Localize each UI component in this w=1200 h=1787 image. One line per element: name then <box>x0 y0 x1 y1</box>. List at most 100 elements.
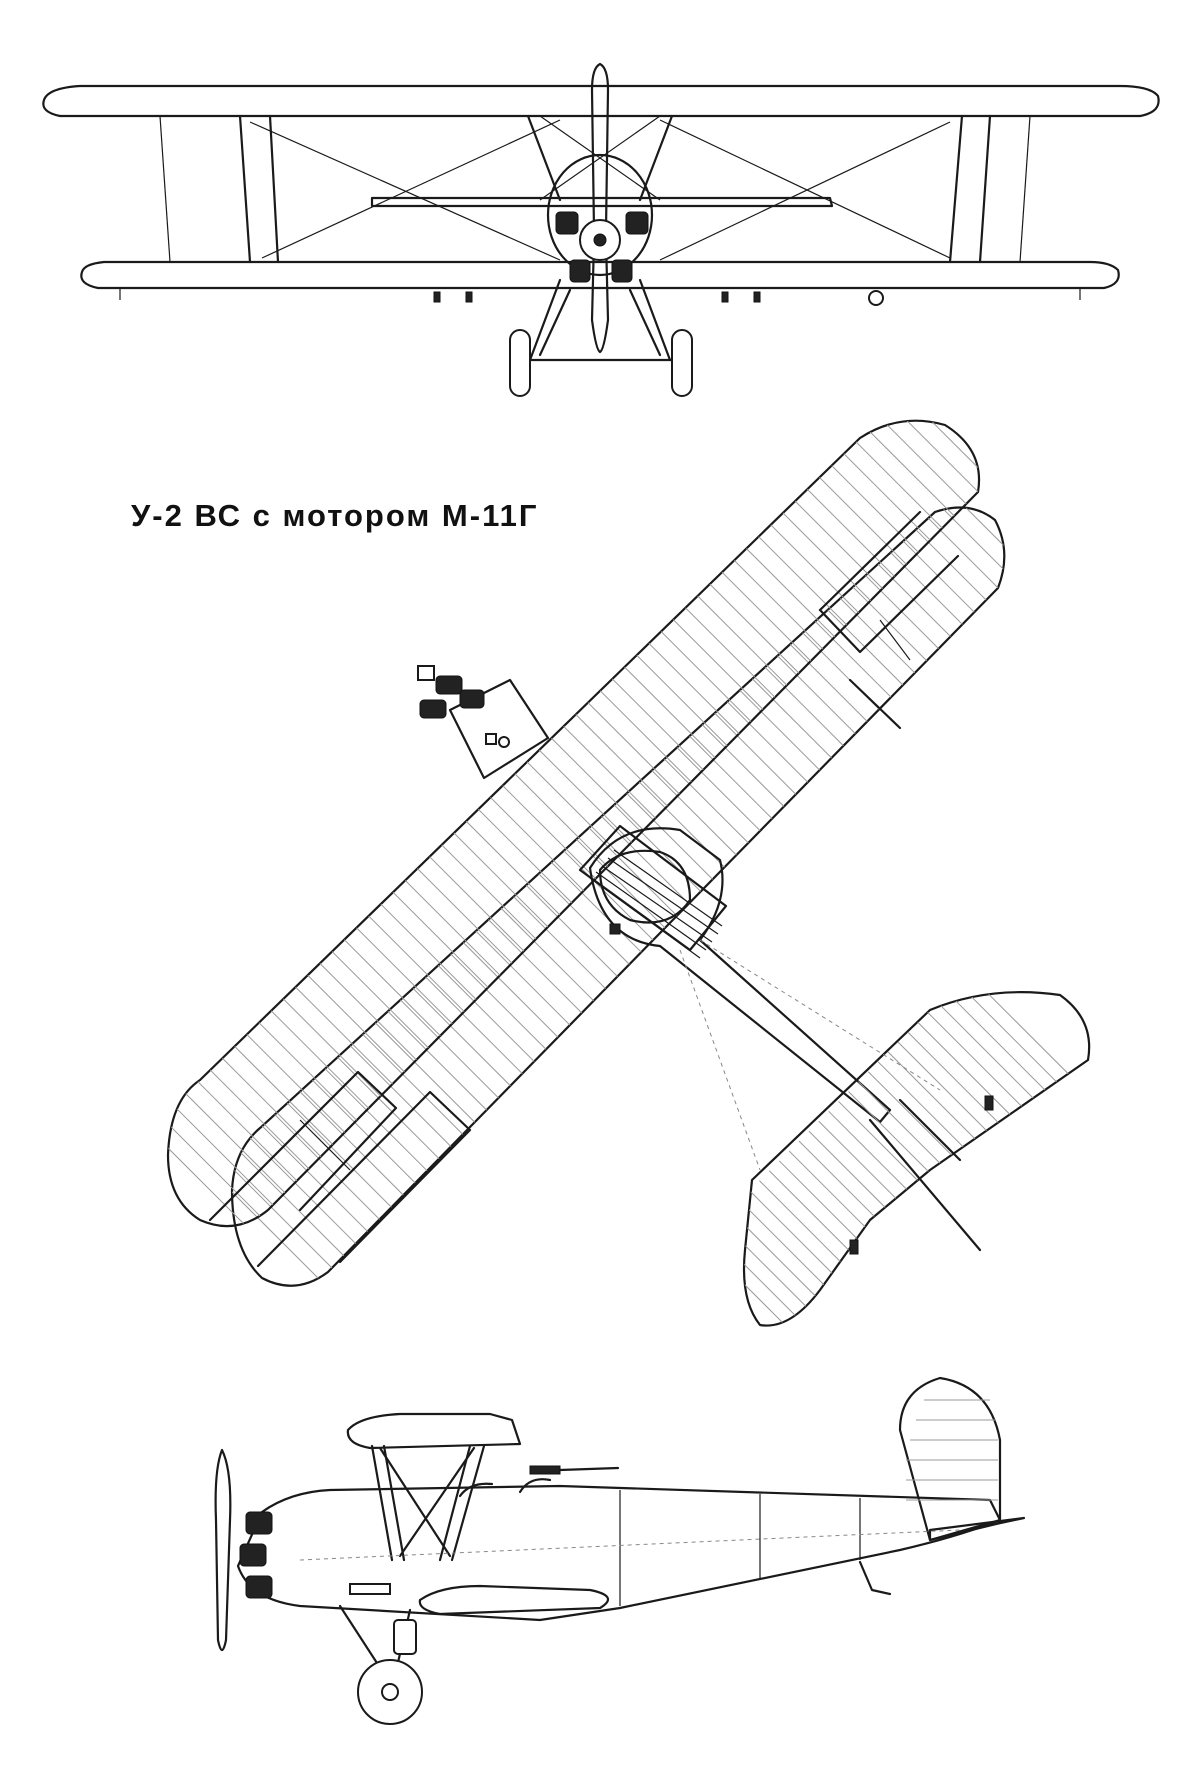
upper-wing-rib <box>612 606 754 748</box>
upper-wing-rib <box>900 420 980 460</box>
lower-wing-rib <box>345 993 487 1135</box>
lower-wing-rib <box>910 507 1005 570</box>
upper-wing-rib <box>624 594 766 736</box>
upper-wing-rib <box>311 907 453 1049</box>
center-hatching <box>589 849 723 959</box>
upper-wing-rib <box>299 919 441 1061</box>
tail-rib <box>744 1209 891 1326</box>
tail-rib <box>867 1071 1029 1233</box>
lower-wing-rib <box>454 885 595 1026</box>
upper-wing-rib <box>528 691 669 832</box>
lower-wing-rib <box>922 507 1005 558</box>
upper-wing-rib <box>564 654 706 796</box>
upper-wing-rib <box>552 666 694 808</box>
lower-wing-rib <box>232 1149 331 1286</box>
upper-wing-rib <box>504 715 645 856</box>
upper-wing-rib <box>636 582 778 724</box>
lower-wing-rib <box>622 716 764 858</box>
upper-wing-rib <box>756 462 898 604</box>
tail-rib <box>744 1219 881 1326</box>
lower-wing-rib <box>418 921 559 1062</box>
lower-wing-rib <box>995 345 1135 485</box>
lower-wing-rib <box>232 1137 343 1279</box>
tail-rib <box>917 1021 1079 1183</box>
upper-wing-rib <box>876 420 980 484</box>
upper-wing-rib <box>576 642 718 784</box>
lower-wing-rib <box>958 507 1005 522</box>
lower-wing-rib <box>550 789 691 930</box>
upper-wing-rib <box>492 727 633 868</box>
tail-rib <box>947 992 1090 1153</box>
tail-rib <box>808 1130 970 1292</box>
upper-wing-rib <box>348 871 489 1012</box>
upper-wing-rib <box>203 1015 345 1157</box>
upper-wing-rib <box>732 486 874 628</box>
upper-wing-rib <box>287 931 429 1073</box>
upper-wing-rib <box>780 438 922 580</box>
lower-wing-rib <box>502 837 643 978</box>
lower-wing-rib <box>357 981 499 1123</box>
lower-wing-rib <box>898 507 1005 582</box>
upper-wing-rib <box>840 420 980 520</box>
upper-wing-rib <box>251 967 393 1109</box>
upper-wing-rib <box>912 420 980 448</box>
top-view <box>166 271 1159 1327</box>
upper-wing-rib <box>924 420 980 436</box>
tail-rib <box>877 1061 1039 1223</box>
upper-wing-rib <box>239 979 381 1121</box>
upper-wing-rib <box>660 558 802 700</box>
tail-rib <box>759 1180 920 1326</box>
lower-wing-rib <box>574 765 715 906</box>
upper-wing-rib <box>335 883 477 1025</box>
tail-rib <box>838 1101 999 1262</box>
upper-wing-rib <box>516 703 657 844</box>
lower-wing-rib <box>466 873 607 1014</box>
lower-wing-rib <box>1007 333 1147 473</box>
lower-wing-rib <box>946 507 1005 534</box>
lower-wing-rib <box>430 909 571 1050</box>
upper-wing-rib <box>480 739 621 880</box>
upper-wing-rib <box>768 450 910 592</box>
lower-wing-rib <box>874 507 1005 606</box>
lower-wing-rib <box>381 957 523 1099</box>
side-view <box>214 1376 1026 1725</box>
upper-wing-rib <box>708 510 850 652</box>
upper-wing-rib <box>168 1099 261 1227</box>
upper-wing-rib <box>684 534 826 676</box>
upper-wing-rib <box>215 1003 357 1145</box>
upper-wing-rib <box>949 271 1089 411</box>
upper-wing-rib <box>179 1039 321 1181</box>
upper-wing-rib <box>227 991 369 1133</box>
upper-wing-rib <box>408 811 549 952</box>
upper-wing-rib <box>360 859 501 1000</box>
upper-wing-rib <box>456 763 597 904</box>
upper-wing-rib <box>323 895 465 1037</box>
lower-wing-rib <box>369 969 511 1111</box>
lower-wing-rib <box>405 933 547 1075</box>
lower-wing-rib <box>586 753 727 894</box>
tail-rib <box>887 1051 1049 1213</box>
upper-wing-rib <box>168 1075 285 1217</box>
upper-wing-rib <box>168 1063 297 1205</box>
upper-wing-rib <box>864 420 980 496</box>
lower-wing-rib <box>970 507 1005 510</box>
lower-wing-rib <box>1019 321 1159 461</box>
lower-wing-rib <box>983 357 1123 497</box>
upper-wing-rib <box>648 570 790 712</box>
upper-wing-rib <box>744 474 886 616</box>
tail-rib <box>858 1081 1019 1242</box>
tail-rib <box>744 1229 871 1326</box>
lower-wing-rib <box>634 704 776 846</box>
tail-rib <box>798 1140 960 1302</box>
tail-rib <box>937 1002 1090 1163</box>
upper-wing-rib <box>168 1051 309 1193</box>
upper-wing-rib <box>468 751 609 892</box>
upper-wing-rib <box>696 522 838 664</box>
tail-rib <box>966 992 1090 1134</box>
upper-wing-rib <box>168 1087 273 1227</box>
tail-rib <box>744 1239 861 1326</box>
lower-wing-rib <box>393 945 535 1087</box>
lower-wing-rib <box>610 728 752 870</box>
upper-wing-rib <box>263 955 405 1097</box>
